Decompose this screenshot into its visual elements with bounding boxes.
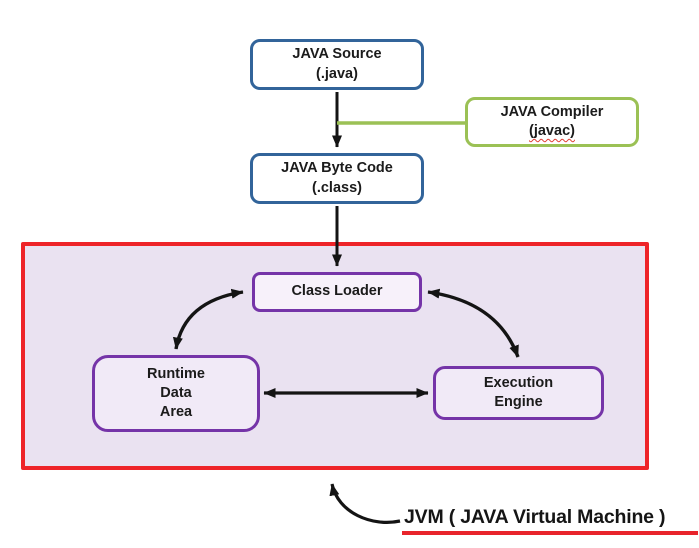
java-compiler-label-line2: (javac) <box>529 123 575 139</box>
java-source-label-line2: (.java) <box>316 65 358 82</box>
runtime-data-area-label-line1: Runtime <box>147 365 205 382</box>
class-loader-box: Class Loader <box>252 272 422 312</box>
java-source-label-line1: JAVA Source <box>292 46 382 63</box>
jvm-caption-underline <box>402 531 698 535</box>
runtime-data-area-label-line3: Area <box>159 404 193 421</box>
execution-engine-label-line2: Engine <box>494 394 543 410</box>
java-compiler-label-line1: JAVA Compiler <box>500 103 604 120</box>
jvm-caption: JVM ( JAVA Virtual Machine ) <box>404 506 666 528</box>
runtime-data-area-label-line2: Data <box>160 384 192 401</box>
java-byte-code-label-line2: (.class) <box>312 179 362 196</box>
arrow-caption-to-jvmbox <box>329 483 401 524</box>
java-source-box: JAVA Source (.java) <box>250 39 424 90</box>
java-byte-code-label-line1: JAVA Byte Code <box>281 160 393 177</box>
class-loader-label: Class Loader <box>291 283 383 300</box>
execution-engine-label-line1: Execution <box>483 374 554 391</box>
java-compiler-box: JAVA Compiler (javac) <box>465 97 639 147</box>
execution-engine-box: Execution Engine <box>433 366 604 420</box>
runtime-data-area-box: Runtime Data Area <box>92 355 260 432</box>
java-byte-code-box: JAVA Byte Code (.class) <box>250 153 424 204</box>
